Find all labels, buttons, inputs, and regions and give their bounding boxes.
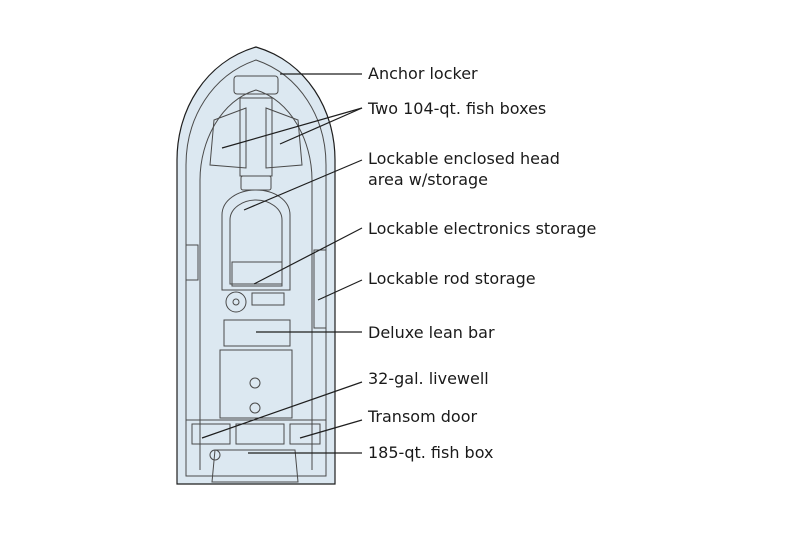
leader-livewell bbox=[201, 381, 363, 439]
leader-fish-box-b bbox=[279, 107, 363, 145]
label-anchor-locker: Anchor locker bbox=[368, 64, 478, 83]
gunwale-inner bbox=[185, 59, 327, 477]
gauge-panel bbox=[251, 292, 285, 306]
fish-box-port bbox=[209, 107, 247, 169]
fish-box-starboard bbox=[265, 107, 303, 169]
transom-fitting bbox=[209, 449, 221, 461]
leader-rod-storage bbox=[317, 279, 363, 301]
wheel-hub bbox=[232, 298, 240, 306]
leader-fish-box-a bbox=[221, 107, 363, 149]
anchor-locker bbox=[233, 75, 279, 95]
label-lean-bar: Deluxe lean bar bbox=[368, 323, 495, 342]
leader-electronics bbox=[253, 227, 363, 285]
console-head-area bbox=[221, 189, 291, 291]
hull-outline bbox=[176, 46, 336, 485]
livewell-hatch-1 bbox=[249, 377, 261, 389]
electronics-box bbox=[231, 261, 283, 287]
label-head-area-line1: Lockable enclosed head bbox=[368, 149, 560, 168]
leader-head-area bbox=[243, 159, 363, 211]
transom-box-port bbox=[191, 423, 231, 445]
transom-box-center bbox=[235, 423, 285, 445]
leader-transom-door bbox=[299, 419, 363, 439]
steering-wheel bbox=[225, 291, 247, 313]
label-head-area-line2: area w/storage bbox=[368, 170, 489, 189]
transom-door bbox=[289, 423, 321, 445]
fish-box-185 bbox=[211, 449, 299, 483]
label-fish-boxes-104: Two 104-qt. fish boxes bbox=[368, 99, 547, 118]
label-fish-box-185: 185-qt. fish box bbox=[368, 443, 494, 462]
console-inner bbox=[229, 199, 283, 285]
label-rod-storage: Lockable rod storage bbox=[368, 269, 536, 288]
label-livewell: 32-gal. livewell bbox=[368, 369, 489, 388]
livewell bbox=[219, 349, 293, 419]
label-transom-door: Transom door bbox=[368, 407, 478, 426]
lean-bar bbox=[223, 319, 291, 347]
deck-edge bbox=[199, 89, 313, 470]
label-electronics-storage: Lockable electronics storage bbox=[368, 219, 597, 238]
port-side-storage bbox=[185, 244, 199, 281]
livewell-hatch-2 bbox=[249, 402, 261, 414]
